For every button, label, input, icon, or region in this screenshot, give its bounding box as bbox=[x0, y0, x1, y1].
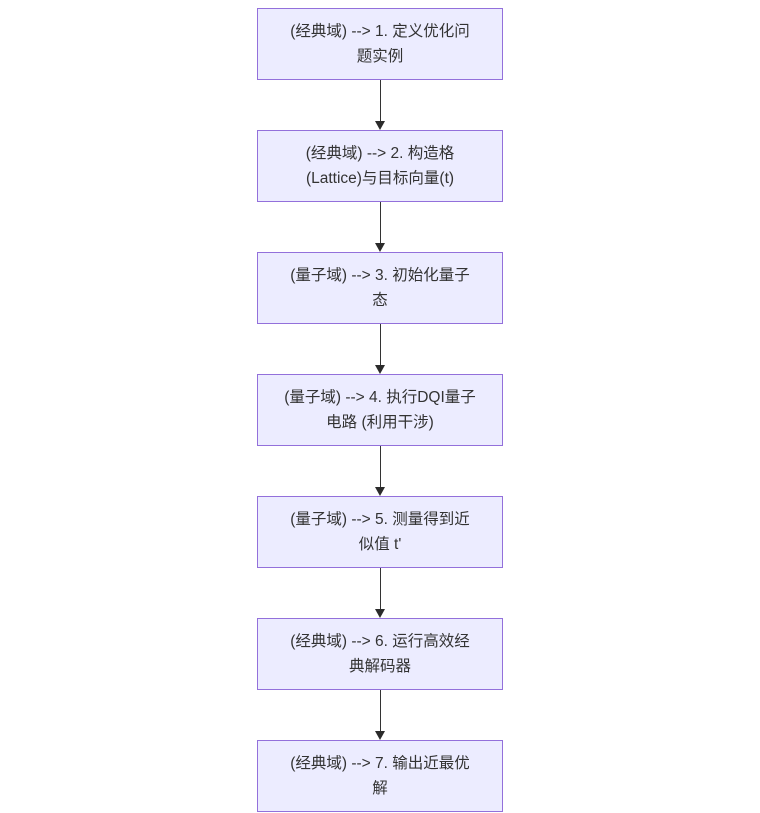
arrow-line bbox=[379, 202, 381, 244]
flow-node-step6: (经典域) --> 6. 运行高效经 典解码器 bbox=[257, 618, 503, 690]
node-label-line: (Lattice)与目标向量(t) bbox=[305, 170, 455, 187]
arrow-down-icon bbox=[375, 487, 385, 496]
edge-step2-step3 bbox=[375, 202, 385, 252]
flow-node-step5: (量子域) --> 5. 测量得到近 似值 t' bbox=[257, 496, 503, 568]
arrow-line bbox=[379, 446, 381, 488]
edge-step1-step2 bbox=[375, 80, 385, 130]
arrow-down-icon bbox=[375, 121, 385, 130]
flow-node-step1: (经典域) --> 1. 定义优化问 题实例 bbox=[257, 8, 503, 80]
flow-node-step4: (量子域) --> 4. 执行DQI量子 电路 (利用干涉) bbox=[257, 374, 503, 446]
node-label-line: 态 bbox=[372, 292, 388, 309]
node-label-line: (经典域) --> 7. 输出近最优 bbox=[290, 755, 470, 772]
flow-node-step7: (经典域) --> 7. 输出近最优 解 bbox=[257, 740, 503, 812]
node-label-line: 典解码器 bbox=[348, 658, 411, 675]
node-label-line: (经典域) --> 2. 构造格 bbox=[305, 145, 455, 162]
edge-step5-step6 bbox=[375, 568, 385, 618]
arrow-line bbox=[379, 324, 381, 366]
node-label-line: (经典域) --> 1. 定义优化问 bbox=[290, 23, 470, 40]
flowchart: (经典域) --> 1. 定义优化问 题实例 (经典域) --> 2. 构造格 … bbox=[257, 8, 503, 812]
arrow-line bbox=[379, 690, 381, 732]
edge-step3-step4 bbox=[375, 324, 385, 374]
arrow-down-icon bbox=[375, 731, 385, 740]
node-label-line: 电路 (利用干涉) bbox=[326, 414, 434, 431]
edge-step6-step7 bbox=[375, 690, 385, 740]
arrow-line bbox=[379, 568, 381, 610]
arrow-down-icon bbox=[375, 365, 385, 374]
node-label-line: (量子域) --> 5. 测量得到近 bbox=[290, 511, 470, 528]
node-label-line: (经典域) --> 6. 运行高效经 bbox=[290, 633, 470, 650]
edge-step4-step5 bbox=[375, 446, 385, 496]
flow-node-step2: (经典域) --> 2. 构造格 (Lattice)与目标向量(t) bbox=[257, 130, 503, 202]
arrow-down-icon bbox=[375, 609, 385, 618]
node-label-line: 题实例 bbox=[356, 48, 404, 65]
node-label-line: 解 bbox=[372, 780, 388, 797]
arrow-line bbox=[379, 80, 381, 122]
node-label-line: 似值 t' bbox=[358, 536, 402, 553]
node-label-line: (量子域) --> 3. 初始化量子 bbox=[290, 267, 470, 284]
arrow-down-icon bbox=[375, 243, 385, 252]
flow-node-step3: (量子域) --> 3. 初始化量子 态 bbox=[257, 252, 503, 324]
node-label-line: (量子域) --> 4. 执行DQI量子 bbox=[284, 389, 476, 406]
